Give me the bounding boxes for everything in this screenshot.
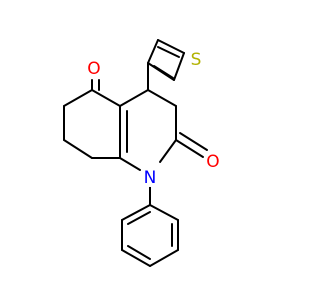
bond-double-inner — [127, 245, 151, 260]
oxygen-lactam-text: O — [206, 152, 219, 172]
bond — [149, 204, 179, 221]
bond-double-inner — [153, 65, 174, 79]
sulfur-text: S — [191, 50, 202, 70]
ketone-oxygen-label: O — [85, 59, 103, 79]
bond — [63, 89, 93, 107]
bond — [159, 139, 177, 163]
bond-double-inner — [127, 211, 151, 225]
bond — [157, 39, 185, 54]
bond — [173, 52, 185, 81]
bond — [147, 39, 159, 64]
bond — [119, 157, 141, 171]
atom-labels: O O N S — [85, 50, 222, 188]
sulfur-label: S — [187, 50, 205, 70]
bond — [91, 89, 121, 107]
bond — [119, 89, 149, 107]
bond — [149, 249, 179, 267]
bond — [147, 89, 177, 107]
bond — [63, 139, 93, 159]
phenyl-ring — [121, 185, 179, 267]
thiophene-ring — [147, 39, 185, 81]
nitrogen-label: N — [141, 168, 159, 188]
bond-double-inner — [157, 46, 180, 58]
nitrogen-text: N — [144, 168, 157, 188]
bond-double-inner — [179, 132, 208, 151]
molecule-canvas: O O N S — [63, 39, 222, 267]
fused-ring-system — [63, 62, 208, 171]
bond — [121, 249, 151, 267]
lactam-oxygen-label: O — [204, 152, 222, 172]
structure-diagram: O O N S — [63, 39, 222, 267]
bond — [175, 139, 204, 158]
bond — [121, 204, 151, 221]
oxygen-ketone-text: O — [87, 59, 100, 79]
